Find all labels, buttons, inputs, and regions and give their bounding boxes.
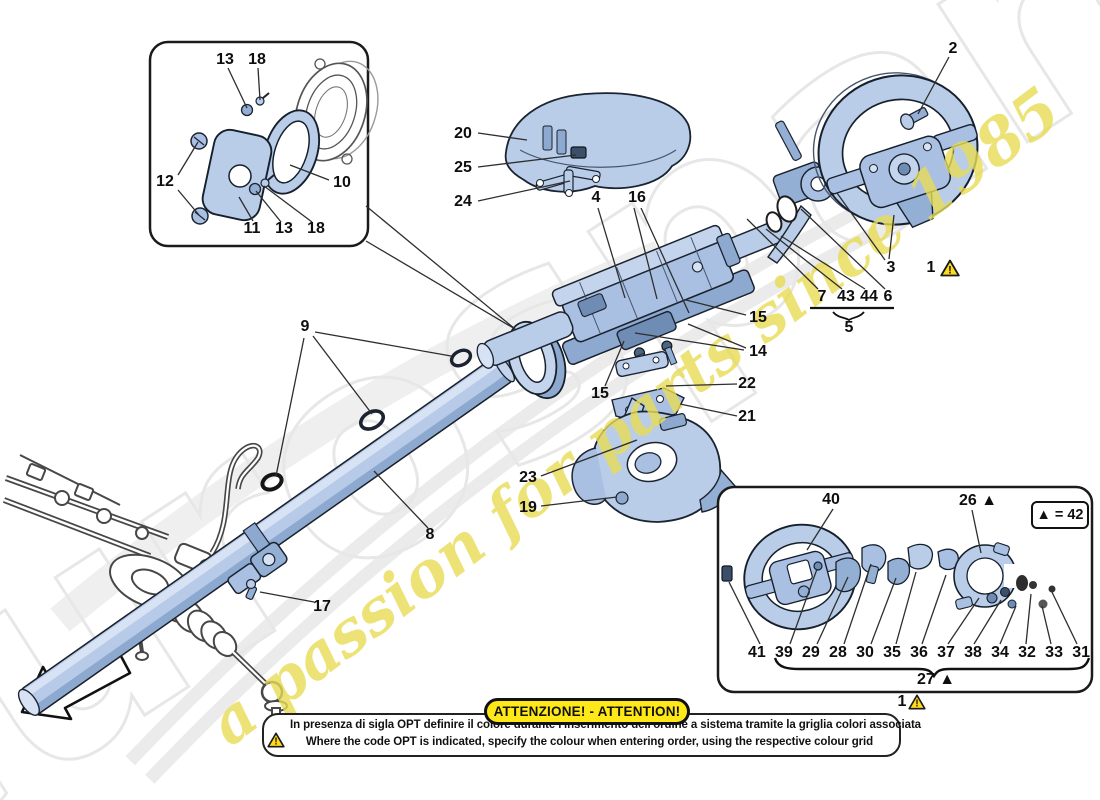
- lower-u-joint: [227, 541, 288, 600]
- callout-21: 21: [738, 408, 756, 425]
- callout-30: 30: [856, 644, 874, 661]
- callout-18-b: 18: [307, 220, 325, 237]
- callout-26: 26 ▲: [958, 492, 998, 509]
- callout-16: 16: [628, 189, 646, 206]
- inset-box-grommet-cover: [148, 40, 379, 248]
- callout-19: 19: [519, 499, 537, 516]
- callout-33: 33: [1045, 644, 1063, 661]
- warning-triangle-icon: !: [908, 694, 926, 710]
- callout-12: 12: [156, 173, 174, 190]
- callout-7: 7: [817, 288, 827, 305]
- shroud-bracket: [535, 165, 601, 197]
- callout-11: 11: [243, 220, 261, 237]
- callout-22: 22: [738, 375, 756, 392]
- group-brace-5: [810, 306, 894, 322]
- attention-title: ATTENZIONE! - ATTENTION!: [484, 698, 690, 725]
- callout-40: 40: [822, 491, 840, 508]
- callout-41: 41: [748, 644, 766, 661]
- callout-6: 6: [883, 288, 893, 305]
- callout-5: 5: [844, 319, 854, 336]
- callout-4: 4: [591, 189, 601, 206]
- callout-25: 25: [454, 159, 472, 176]
- callout-35: 35: [883, 644, 901, 661]
- steering-wheel: [812, 72, 979, 229]
- svg-text:!: !: [948, 264, 952, 276]
- attention-line-italian: In presenza di sigla OPT definire il col…: [290, 719, 921, 732]
- callout-3: 3: [886, 259, 896, 276]
- callout-1-a: 1: [926, 259, 936, 276]
- o-ring-seals: [260, 348, 473, 492]
- triangle-legend: ▲ = 42: [1031, 501, 1089, 529]
- callout-1-b: 1: [897, 693, 907, 710]
- shroud-clip: [570, 146, 587, 159]
- warning-triangle-icon: !: [940, 259, 960, 277]
- svg-text:!: !: [274, 737, 277, 748]
- upper-shroud: [504, 92, 692, 197]
- callout-2: 2: [948, 40, 958, 57]
- callout-28: 28: [829, 644, 847, 661]
- warning-triangle-icon: !: [267, 732, 285, 748]
- wheel-bolt: [900, 107, 929, 130]
- callout-34: 34: [991, 644, 1009, 661]
- callout-20: 20: [454, 125, 472, 142]
- callout-15-b: 15: [591, 385, 609, 402]
- inset-box-wheel-trim: [716, 485, 1094, 694]
- callout-43: 43: [837, 288, 855, 305]
- svg-text:!: !: [915, 699, 918, 710]
- leader-lines: [177, 56, 1078, 645]
- inset-panel-number-row: 41 39 29 28 30 35 36 37 38 34 32 33 31: [748, 644, 1090, 662]
- callout-23: 23: [519, 469, 537, 486]
- callout-8: 8: [425, 526, 435, 543]
- callout-29: 29: [802, 644, 820, 661]
- group-brace-27: [773, 657, 1091, 679]
- callout-18-a: 18: [248, 51, 266, 68]
- callout-31: 31: [1072, 644, 1090, 661]
- callout-15-a: 15: [749, 309, 767, 326]
- callout-39: 39: [775, 644, 793, 661]
- callout-24: 24: [454, 193, 472, 210]
- callout-27: 27 ▲: [916, 671, 956, 688]
- callout-36: 36: [910, 644, 928, 661]
- callout-38: 38: [964, 644, 982, 661]
- callout-10: 10: [333, 174, 351, 191]
- callout-13-b: 13: [275, 220, 293, 237]
- callout-9: 9: [300, 318, 310, 335]
- attention-line-english: Where the code OPT is indicated, specify…: [305, 735, 874, 748]
- lower-cowl: [571, 410, 736, 523]
- callout-13-a: 13: [216, 51, 234, 68]
- inset-fasteners: [986, 575, 1056, 609]
- callout-32: 32: [1018, 644, 1036, 661]
- callout-17: 17: [313, 598, 331, 615]
- callout-37: 37: [937, 644, 955, 661]
- inset-lower-cowl-ring: [953, 542, 1018, 610]
- clip-41: [721, 565, 733, 582]
- callout-14: 14: [749, 343, 767, 360]
- callout-44: 44: [860, 288, 878, 305]
